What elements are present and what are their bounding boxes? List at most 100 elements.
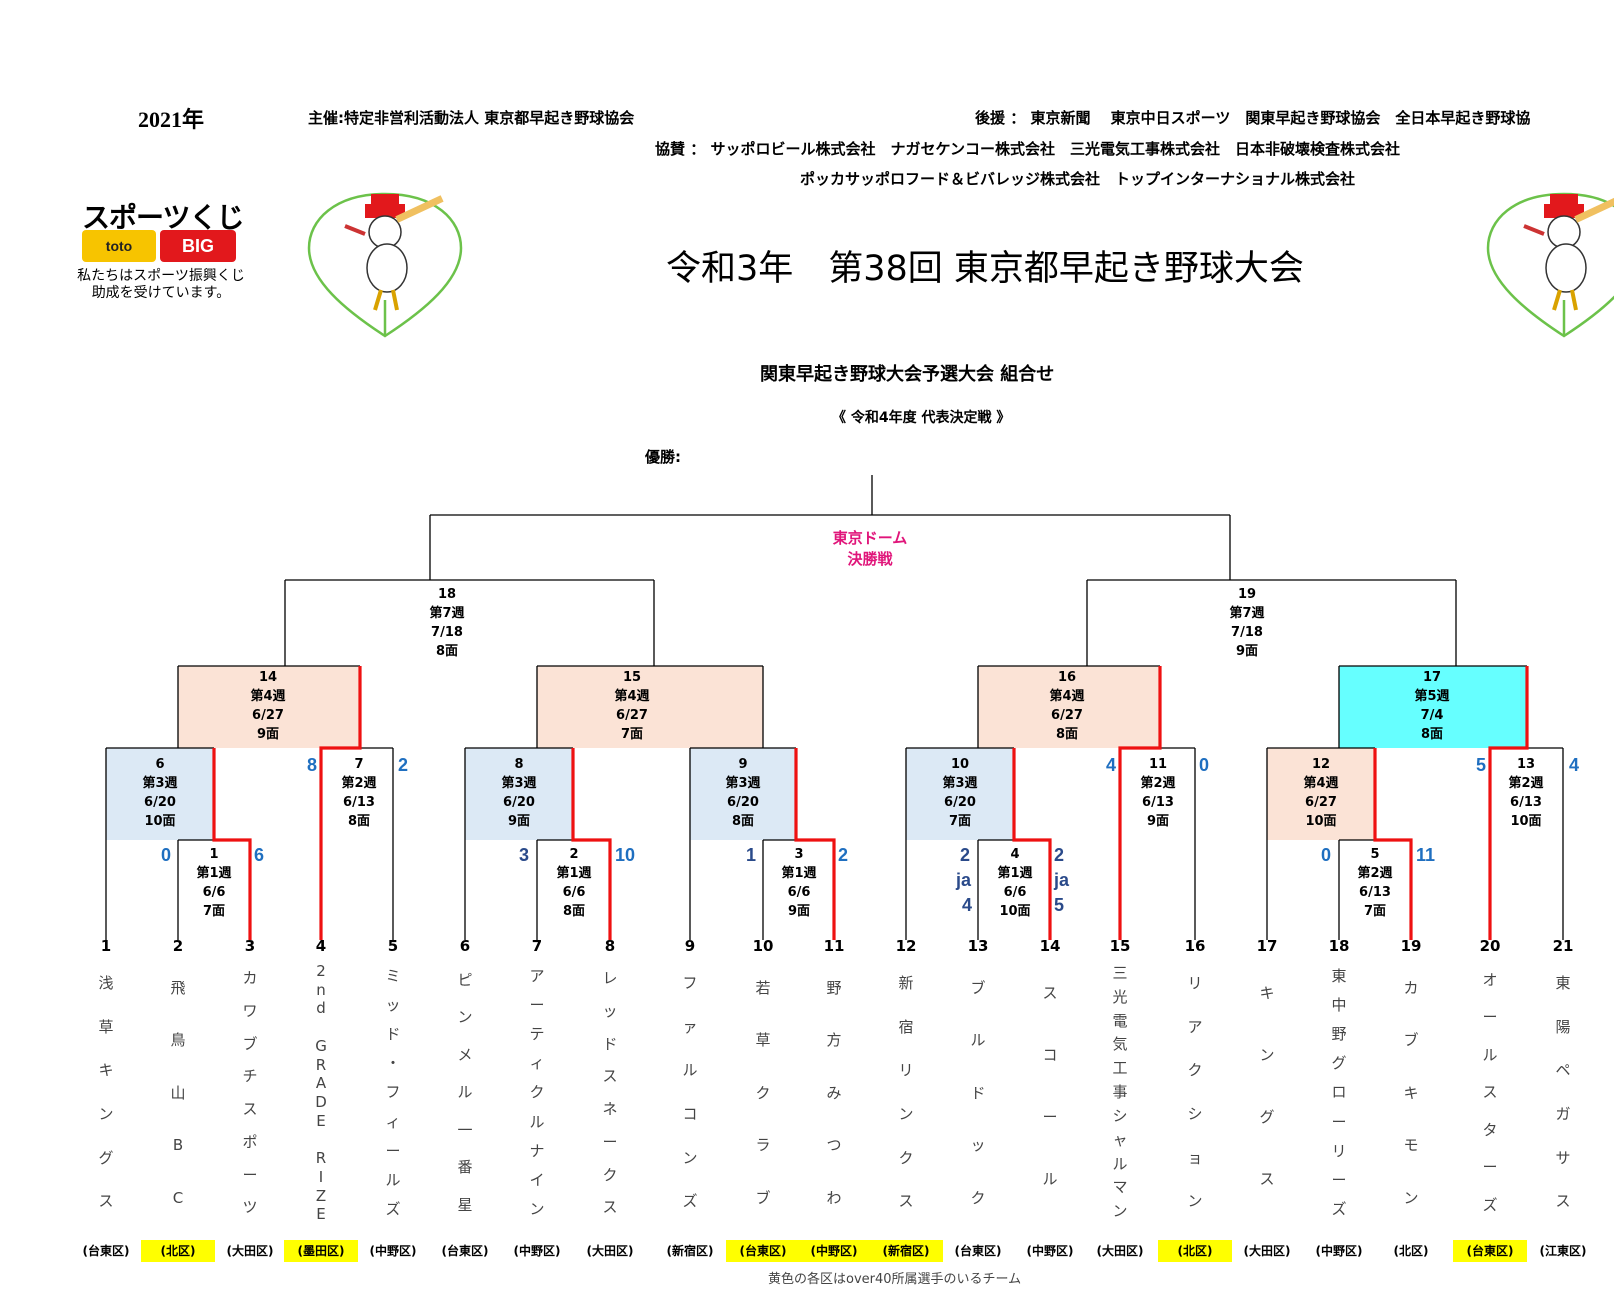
team-number: 15 [1109, 937, 1131, 955]
team-name: レッドスネークス [602, 969, 618, 1217]
game-field: 10面 [1305, 814, 1337, 829]
score-s2: 6 [254, 845, 265, 865]
game-num: 11 [1148, 757, 1168, 772]
team-number: 10 [752, 937, 774, 955]
team-name: カブキモン [1403, 979, 1419, 1207]
box-g10 [906, 748, 1014, 840]
box-g12 [1267, 748, 1375, 840]
game-week: 第5週 [1414, 689, 1450, 704]
team-number: 9 [684, 937, 696, 955]
game-num: 12 [1311, 757, 1331, 772]
team-name: 東中野グローリーズ [1331, 967, 1347, 1218]
score-s17: 0 [1321, 845, 1332, 865]
team-ward: (北区) [141, 1240, 215, 1262]
game-week: 第2週 [1508, 776, 1544, 791]
game-field: 8面 [731, 814, 755, 829]
game-num: 8 [514, 757, 524, 772]
bracket-subtitle-2: 《 令和4年度 代表決定戦 》 [832, 410, 1011, 426]
game-num: 9 [738, 757, 748, 772]
game-field: 7面 [202, 904, 226, 919]
team-ward: (台東区) [954, 1244, 1002, 1258]
game-num: 13 [1516, 757, 1536, 772]
final-venue: 東京ドーム 決勝戦 [800, 528, 940, 570]
team-ward: (中野区) [369, 1244, 417, 1258]
score-s10: ja [956, 870, 972, 890]
game-date: 6/6 [787, 885, 811, 900]
game-date: 6/20 [144, 795, 176, 810]
bracket-subtitle: 関東早起き野球大会予選大会 組合せ [760, 364, 1055, 385]
game-week: 第2週 [341, 776, 377, 791]
team-name: 三光電気工事シャルマン [1112, 964, 1128, 1221]
game-num: 17 [1422, 670, 1442, 685]
game-week: 第3週 [501, 776, 537, 791]
game-field: 7面 [1363, 904, 1387, 919]
game-num: 16 [1057, 670, 1077, 685]
game-week: 第3週 [942, 776, 978, 791]
game-week: 第3週 [725, 776, 761, 791]
team-ward: (台東区) [726, 1240, 800, 1262]
score-s3: 8 [307, 755, 318, 775]
team-number: 8 [604, 937, 616, 955]
game-week: 第1週 [556, 866, 592, 881]
game-8: 8 第3週 6/20 9面 [479, 755, 559, 831]
winner-label: 優勝: [645, 448, 681, 466]
score-s13: ja [1054, 870, 1070, 890]
game-date: 6/20 [503, 795, 535, 810]
game-num: 7 [354, 757, 364, 772]
team-ward: (中野区) [1315, 1244, 1363, 1258]
game-field: 8面 [1055, 727, 1079, 742]
mascot-emblem-left [307, 192, 463, 338]
score-s14: 5 [1054, 895, 1065, 915]
team-name: キングス [1259, 984, 1275, 1188]
team-number: 7 [531, 937, 543, 955]
game-field: 9面 [1235, 644, 1259, 659]
team-name: 新宿リンクス [898, 974, 914, 1211]
team-number: 18 [1328, 937, 1350, 955]
team-ward: (大田区) [1243, 1244, 1291, 1258]
team-number: 16 [1184, 937, 1206, 955]
team-number: 3 [244, 937, 256, 955]
game-field: 10面 [144, 814, 176, 829]
box-g15 [537, 666, 763, 748]
support-text: 後援 ： 東京新聞 東京中日スポーツ 関東早起き野球協会 全日本早起き野球協 [975, 109, 1531, 127]
score-s16: 0 [1199, 755, 1210, 775]
team-number: 21 [1552, 937, 1574, 955]
game-date: 6/27 [1051, 708, 1083, 723]
game-num: 1 [209, 847, 219, 862]
score-s1: 0 [161, 845, 172, 865]
team-ward: (中野区) [1026, 1244, 1074, 1258]
score-s12: 2 [1054, 845, 1065, 865]
team-ward: (北区) [1393, 1244, 1429, 1258]
game-num: 3 [794, 847, 804, 862]
final-venue-line1: 東京ドーム [832, 529, 908, 547]
game-field: 8面 [562, 904, 586, 919]
score-s20: 4 [1569, 755, 1580, 775]
team-ward: (台東区) [82, 1244, 130, 1258]
game-field: 9面 [507, 814, 531, 829]
game-week: 第2週 [1140, 776, 1176, 791]
team-name: カワブチスポーツ [242, 969, 258, 1217]
team-name: ミッド・フィールズ [385, 967, 401, 1218]
team-ward: (台東区) [441, 1244, 489, 1258]
game-week: 第1週 [781, 866, 817, 881]
year-label: 2021年 [138, 107, 205, 132]
game-date: 6/20 [727, 795, 759, 810]
team-name: 野方みつわ [826, 979, 842, 1207]
team-name: 東陽ペガサス [1555, 974, 1571, 1211]
final-venue-line2: 決勝戦 [847, 550, 893, 568]
game-9: 9 第3週 6/20 8面 [703, 755, 783, 831]
team-ward: (北区) [1158, 1240, 1232, 1262]
score-s9: 2 [960, 845, 971, 865]
footnote: 黄色の各区はover40所属選手のいるチーム [768, 1272, 1022, 1287]
team-number: 13 [967, 937, 989, 955]
